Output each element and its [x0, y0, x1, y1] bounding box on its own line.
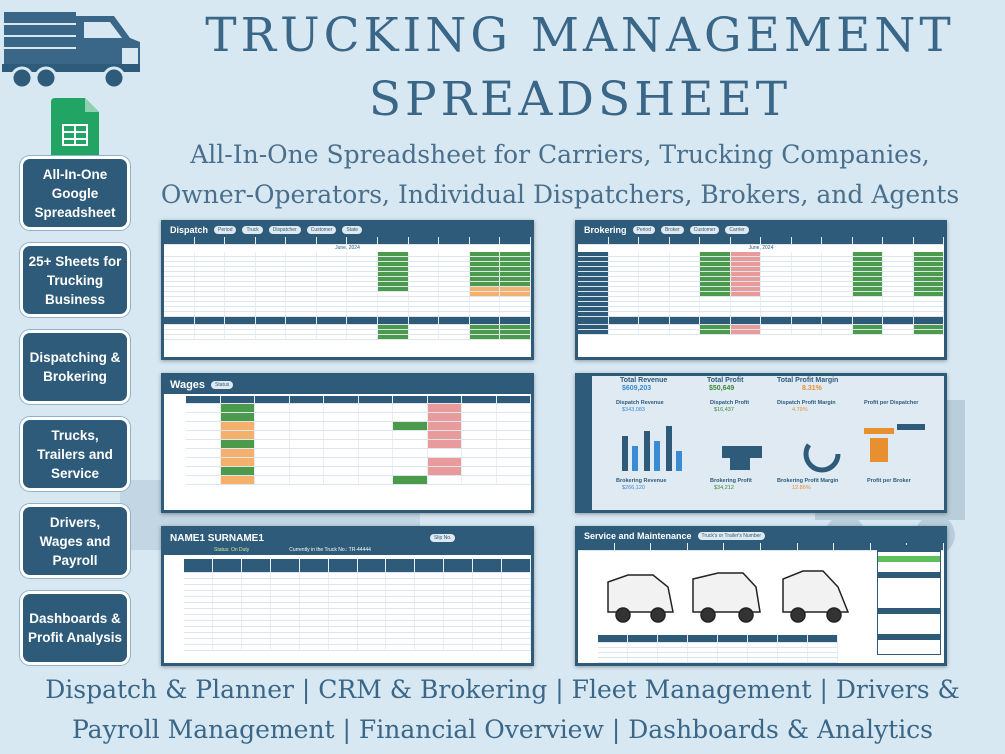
dashboard-bars [622, 424, 925, 473]
badge-dispatching: Dispatching & Brokering [20, 330, 130, 404]
driver-name: NAME1 SURNAME1 [170, 532, 264, 544]
badge-all-in-one: All-In-One Google Spreadsheet [20, 156, 130, 230]
badge-trucks-trailers: Trucks, Trailers and Service [20, 417, 130, 491]
truck-illustrations [607, 570, 850, 623]
google-sheets-icon [51, 98, 99, 160]
badge-drivers-wages: Drivers, Wages and Payroll [20, 504, 130, 578]
service-screenshot: Service and Maintenance Truck's or Trail… [575, 526, 947, 666]
wages-title: Wages [170, 379, 206, 391]
page-title-line1: TRUCKING MANAGEMENT [205, 8, 955, 63]
badge-sheets-count: 25+ Sheets for Trucking Business [20, 243, 130, 317]
dispatch-title: Dispatch [170, 225, 209, 235]
wages-screenshot: Wages Status [161, 373, 534, 513]
dashboard-screenshot: Total Revenue $609,203 Total Profit $50,… [575, 373, 947, 513]
dispatch-screenshot: Dispatch Period Truck Dispatcher Custome… [161, 220, 534, 360]
subtitle-line2: Owner-Operators, Individual Dispatchers,… [160, 180, 960, 209]
page-title-line2: SPREADSHEET [368, 72, 792, 127]
badge-dashboards: Dashboards & Profit Analysis [20, 591, 130, 665]
truck-logo-icon [2, 12, 140, 90]
subtitle-line1: All-In-One Spreadsheet for Carriers, Tru… [190, 140, 930, 169]
driver-screenshot: NAME1 SURNAME1 Slip No. Status: On Duty … [161, 526, 534, 666]
service-title: Service and Maintenance [584, 531, 692, 541]
footer-line2: Payroll Management | Financial Overview … [71, 715, 934, 744]
brokering-screenshot: Brokering Period Broker Customer Carrier… [575, 220, 947, 360]
footer-line1: Dispatch & Planner | CRM & Brokering | F… [45, 675, 960, 704]
brokering-title: Brokering [584, 225, 627, 235]
